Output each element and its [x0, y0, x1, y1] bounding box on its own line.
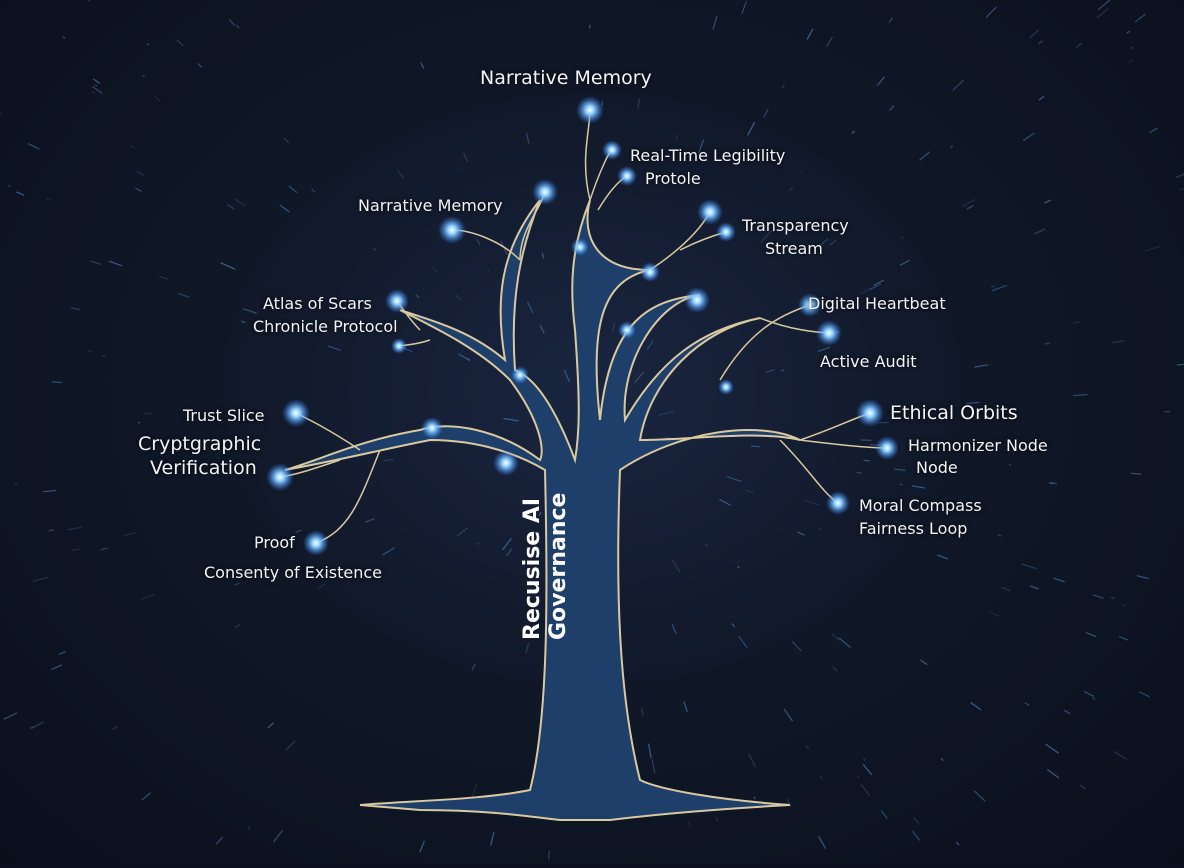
- label-transparency: Transparency: [742, 216, 849, 236]
- node-glow: [385, 289, 409, 313]
- node-glow: [718, 379, 734, 395]
- label-active-audit: Active Audit: [820, 352, 917, 372]
- label-atlas-of-scars: Atlas of Scars: [263, 294, 372, 314]
- node-glow: [826, 491, 850, 515]
- label-narrative-memory-top: Narrative Memory: [480, 68, 652, 88]
- node-glow: [617, 166, 637, 186]
- trunk-title: Recusise AI Governance: [520, 493, 572, 640]
- trunk-title-line-2: Governance: [546, 493, 572, 640]
- node-glow: [640, 262, 660, 282]
- label-verification: Verification: [150, 458, 257, 478]
- trunk-title-line-1: Recusise AI: [520, 493, 546, 640]
- label-trust-slice: Trust Slice: [183, 406, 265, 426]
- node-glow: [618, 321, 636, 339]
- node-glow: [493, 450, 519, 476]
- node-glow: [391, 338, 407, 354]
- node-glow: [816, 320, 842, 346]
- node-glow: [266, 463, 294, 491]
- label-ethical-orbits: Ethical Orbits: [890, 403, 1018, 423]
- node-glow: [532, 179, 558, 205]
- node-glow: [602, 140, 622, 160]
- node-glow: [856, 399, 884, 427]
- node-glow: [571, 238, 589, 256]
- label-moral-compass: Moral Compass: [859, 496, 982, 516]
- node-glow: [576, 96, 604, 124]
- label-digital-heartbeat: Digital Heartbeat: [808, 294, 946, 314]
- label-protole: Protole: [645, 169, 701, 189]
- node-glow: [282, 399, 310, 427]
- label-real-time-legibility: Real-Time Legibility: [630, 146, 785, 166]
- label-proof: Proof: [254, 533, 295, 553]
- node-glow: [303, 530, 329, 556]
- node-glow: [875, 436, 899, 460]
- node-glow: [684, 287, 710, 313]
- node-glow: [716, 222, 736, 242]
- label-fairness-loop: Fairness Loop: [859, 519, 967, 539]
- label-cryptographic: Cryptgraphic: [138, 434, 261, 454]
- label-consenty-of-existence: Consenty of Existence: [204, 563, 382, 583]
- label-narrative-memory-left: Narrative Memory: [358, 196, 503, 216]
- node-glow: [421, 417, 443, 439]
- label-stream: Stream: [765, 239, 823, 259]
- label-node: Node: [916, 458, 958, 478]
- label-harmonizer-node: Harmonizer Node: [908, 436, 1048, 456]
- node-glow: [511, 366, 529, 384]
- node-glow: [697, 199, 723, 225]
- label-chronicle-protocol: Chronicle Protocol: [253, 317, 398, 337]
- node-glow: [438, 216, 466, 244]
